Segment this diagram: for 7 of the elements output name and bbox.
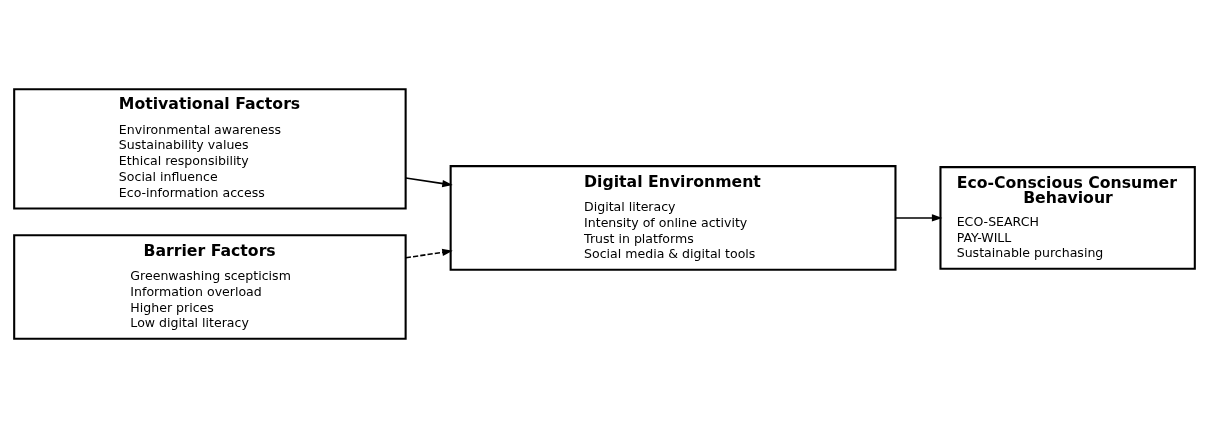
node-box: Digital Environment Digital literacy Intensity of online activity Trust in platforms Social media & digital tools — [449, 164, 897, 271]
node-box: Barrier Factors Greenwashing scepticism Information overload Higher prices Low digital literacy — [13, 233, 407, 340]
node-box: Motivational Factors Environmental awareness Sustainability values Ethical responsibility Social influence Eco-information access — [13, 87, 407, 210]
arrow — [405, 248, 453, 259]
arrow — [894, 213, 943, 222]
node-box: Eco-Conscious Consumer Behaviour ECO-SEARCH PAY-WILL Sustainable purchasing — [939, 165, 1196, 270]
arrow — [405, 176, 453, 187]
